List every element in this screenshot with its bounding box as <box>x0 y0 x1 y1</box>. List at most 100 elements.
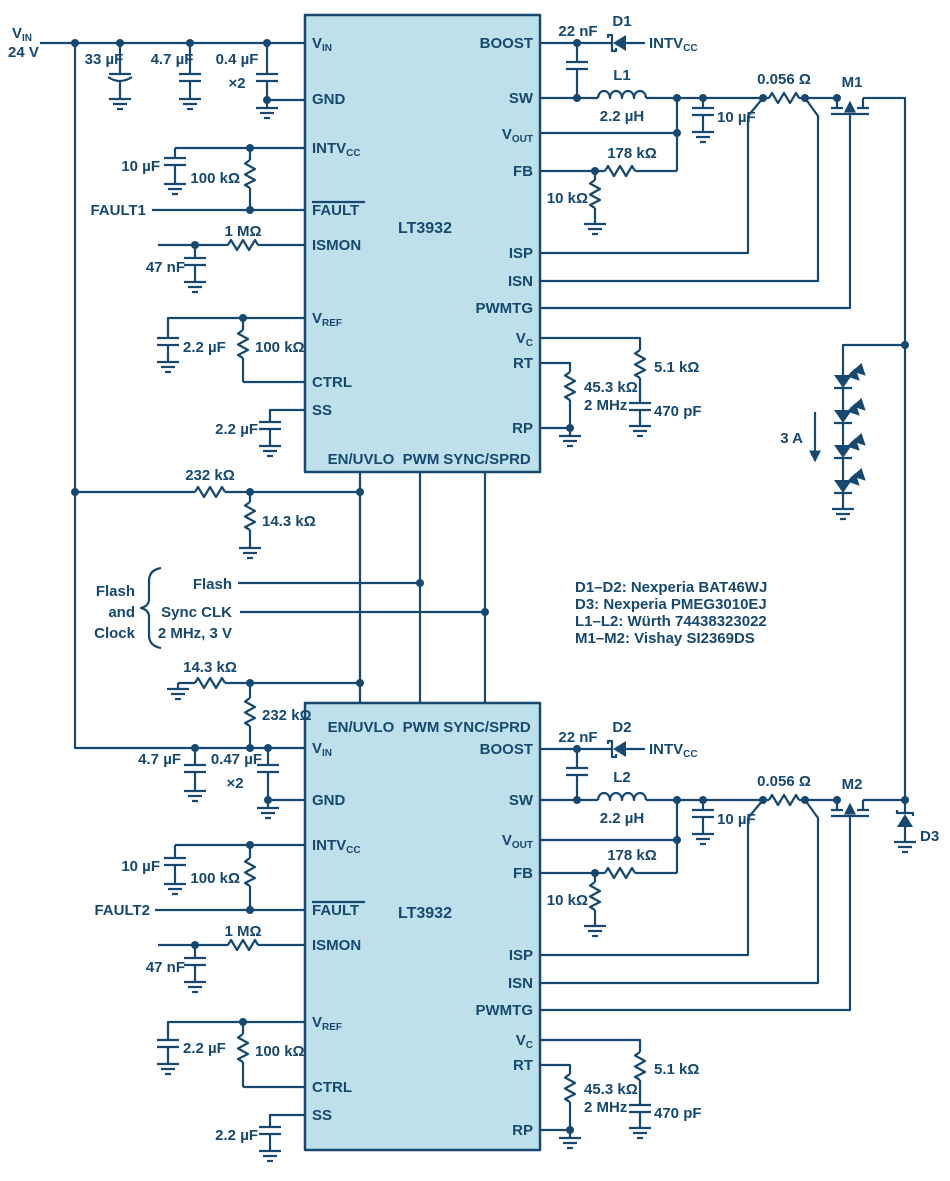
res-14k3-top-label: 14.3 kΩ <box>262 513 316 530</box>
wire-pwmtg <box>540 836 852 1012</box>
ground-symbol <box>257 1143 283 1163</box>
res-5k1-label: 5.1 kΩ <box>654 359 699 376</box>
wire <box>238 581 485 614</box>
wire-isp <box>540 97 764 255</box>
ic1-pin-fb: FB <box>513 163 533 180</box>
res-45k3-label: 45.3 kΩ <box>584 379 638 396</box>
capacitor-symbol <box>627 1103 653 1114</box>
cap-22nf-label: 22 nF <box>558 23 597 40</box>
cap-47nf-label: 47 nF <box>146 259 185 276</box>
ic2-body <box>303 701 542 1152</box>
capacitor-symbol <box>155 1038 181 1049</box>
ic1-pin-ismon: ISMON <box>312 237 361 254</box>
wire-isn <box>540 97 820 283</box>
led-current-label: 3 A <box>780 430 803 447</box>
wire <box>266 748 305 802</box>
wire-pwmtg <box>540 134 852 310</box>
ic1-pin-rp: RP <box>512 420 533 437</box>
capacitor-symbol <box>155 336 181 347</box>
ic1-pin-ss: SS <box>312 402 332 419</box>
ic2-pin-isp: ISP <box>509 947 533 964</box>
d1-label: D1 <box>612 13 631 30</box>
resistor-symbol <box>243 696 257 728</box>
wire-fb <box>540 169 677 218</box>
ground-symbol <box>892 834 918 854</box>
capacitor-symbol <box>627 401 653 412</box>
inductor-l2 <box>596 791 648 802</box>
wire-rt <box>540 1063 572 1132</box>
resistor-symbol <box>563 370 577 402</box>
capacitor-symbol <box>182 763 208 774</box>
middle-circuitry: 232 kΩ 14.3 kΩ Flash and Clock Flash Syn… <box>75 467 487 748</box>
vin-voltage-label: 24 V <box>8 44 39 61</box>
res-5k1-label: 5.1 kΩ <box>654 1061 699 1078</box>
ic2-pin-pwmtg: PWMTG <box>476 1002 534 1019</box>
ground-symbol <box>557 428 583 448</box>
ic1-pin-vout: VOUT <box>502 126 533 145</box>
resistor-symbol <box>193 676 227 690</box>
cap-470pf-label: 470 pF <box>654 1105 702 1122</box>
led-symbol <box>834 472 864 493</box>
ic2-pin-vref: VREF <box>312 1014 342 1033</box>
freq-2mhz-label: 2 MHz <box>584 1099 627 1116</box>
ground-symbol <box>254 100 280 120</box>
res-45k3-label: 45.3 kΩ <box>584 1081 638 1098</box>
parts-list-line1: D1–D2: Nexperia BAT46WJ <box>575 579 767 596</box>
res-100k-vref-label: 100 kΩ <box>255 1043 305 1060</box>
intvcc-label: INTVCC <box>649 741 698 760</box>
cap-33uf-label: 33 µF <box>85 51 124 68</box>
resistor-symbol <box>603 164 637 178</box>
wire-isp <box>540 799 764 957</box>
cap-0u47-label: 0.47 µF <box>211 751 262 768</box>
fault1-label: FAULT1 <box>90 202 146 219</box>
cap-470pf-label: 470 pF <box>654 403 702 420</box>
cap-4u7-label: 4.7 µF <box>151 51 194 68</box>
wire <box>173 146 305 178</box>
res-232k-top-label: 232 kΩ <box>185 467 235 484</box>
l2-value-label: 2.2 µH <box>600 810 645 827</box>
ground-symbol <box>557 1130 583 1150</box>
capacitor-symbol <box>162 856 188 867</box>
l2-label: L2 <box>613 769 631 786</box>
cap-x2-label: ×2 <box>228 75 245 92</box>
diode-d3 <box>895 808 915 829</box>
resistor-symbol <box>243 856 257 888</box>
wire <box>40 41 305 750</box>
cap-2u2-vref-label: 2.2 µF <box>183 339 226 356</box>
ground-symbol <box>582 216 608 236</box>
syncclk-spec-label: 2 MHz, 3 V <box>158 625 232 642</box>
ic2-pin-vin: VIN <box>312 740 332 759</box>
ic1-left-circuitry: VIN 24 V 33 µF 4.7 µF 0.4 µF ×2 10 µF 10… <box>8 25 305 750</box>
cap-10uf-label: 10 µF <box>121 858 160 875</box>
intvcc-label: INTVCC <box>649 35 698 54</box>
ground-symbol <box>237 540 263 560</box>
ground-symbol <box>155 1056 181 1076</box>
cap-47nf-label: 47 nF <box>146 959 185 976</box>
ground-symbol <box>582 918 608 938</box>
wire-isn <box>540 799 820 985</box>
ic1-pin-vc: VC <box>516 330 533 349</box>
ic2-pin-ctrl: CTRL <box>312 1079 352 1096</box>
l1-value-label: 2.2 µH <box>600 108 645 125</box>
capacitor-symbol <box>182 956 208 967</box>
ic2-pin-isn: ISN <box>508 975 533 992</box>
resistor-symbol <box>236 1032 250 1064</box>
capacitor-symbol <box>564 766 590 777</box>
ground-symbol <box>255 800 281 820</box>
wire-drain <box>863 798 907 836</box>
ground-symbol <box>182 974 208 994</box>
ic1-right-circuitry: 22 nF D1 INTVCC L1 2.2 µH 10 µF 0.056 Ω … <box>540 13 907 800</box>
wire-vc <box>540 336 642 420</box>
ic2-pin-pwm: PWM <box>403 719 440 736</box>
ic2-pin-sw: SW <box>509 792 534 809</box>
ic1-pin-fault: FAULT <box>312 202 359 219</box>
wire <box>358 472 487 703</box>
d2-label: D2 <box>612 719 631 736</box>
led-string: 3 A <box>780 343 905 521</box>
ic2-pin-vc: VC <box>516 1032 533 1051</box>
ic2-pin-fault: FAULT <box>312 902 359 919</box>
ground-symbol <box>165 681 191 701</box>
wire-vc <box>540 1038 642 1122</box>
wire <box>166 316 305 356</box>
ic2-pin-boost: BOOST <box>480 741 533 758</box>
